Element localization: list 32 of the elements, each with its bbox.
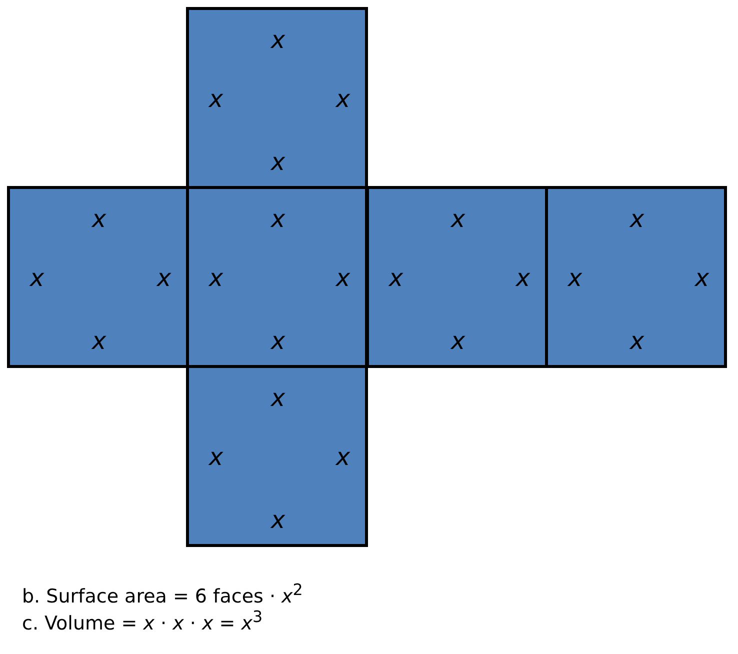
edge-length-label: x bbox=[208, 444, 224, 470]
edge-length-label: x bbox=[208, 86, 224, 112]
edge-length-label: x bbox=[334, 444, 352, 470]
edge-length-label: x bbox=[28, 265, 46, 291]
edge-length-label: x bbox=[156, 265, 172, 291]
edge-length-label: x bbox=[208, 265, 224, 291]
edge-length-label: x bbox=[388, 265, 404, 291]
edge-length-label: x bbox=[694, 265, 710, 291]
edge-length-label: x bbox=[90, 328, 108, 354]
edge-length-label: x bbox=[628, 328, 646, 354]
edge-length-label: x bbox=[270, 507, 286, 533]
edge-length-label: x bbox=[334, 265, 352, 291]
edge-length-label: x bbox=[270, 149, 286, 175]
cube-face bbox=[7, 186, 189, 368]
edge-length-label: x bbox=[334, 86, 352, 112]
edge-length-label: x bbox=[270, 385, 286, 411]
edge-length-label: x bbox=[90, 206, 108, 232]
cube-face bbox=[186, 365, 368, 547]
edge-length-label: x bbox=[270, 206, 286, 232]
formula-text: b. Surface area = 6 faces · x$^{2}$ bbox=[22, 580, 303, 608]
edge-length-label: x bbox=[566, 265, 584, 291]
edge-length-label: x bbox=[450, 328, 466, 354]
edge-length-label: x bbox=[628, 206, 646, 232]
formula-text: c. Volume = x · x · x = x$^{3}$ bbox=[22, 607, 263, 634]
cube-face bbox=[545, 186, 727, 368]
edge-length-label: x bbox=[270, 27, 286, 53]
cube-face bbox=[186, 7, 368, 189]
edge-length-label: x bbox=[514, 265, 532, 291]
edge-length-label: x bbox=[450, 206, 466, 232]
edge-length-label: x bbox=[270, 328, 286, 354]
cube-face bbox=[366, 186, 548, 368]
cube-face bbox=[186, 186, 368, 368]
